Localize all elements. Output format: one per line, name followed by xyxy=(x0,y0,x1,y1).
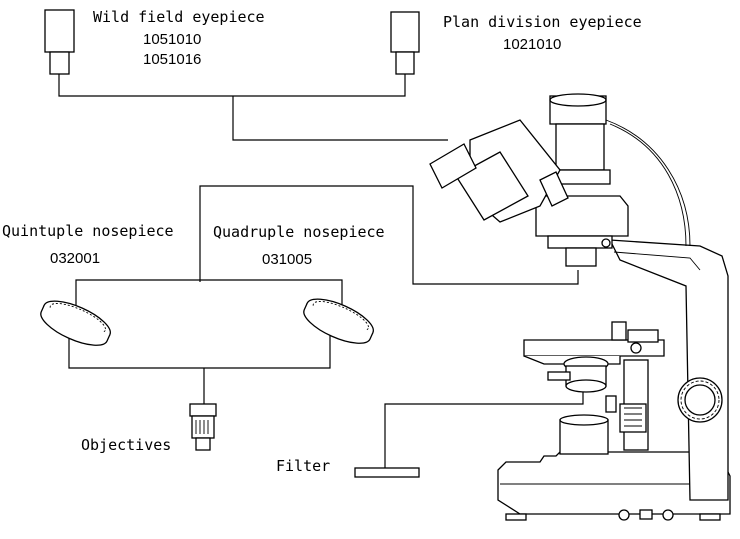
eyepiece-connector xyxy=(58,74,448,141)
filter-icon xyxy=(354,467,420,478)
quadruple-nosepiece-label: Quadruple nosepiece 031005 xyxy=(213,223,385,268)
nosepiece-connector xyxy=(68,185,579,404)
filter-label: Filter xyxy=(276,457,330,475)
wild-field-eyepiece-title: Wild field eyepiece xyxy=(93,8,265,26)
objectives-label: Objectives xyxy=(81,436,171,454)
wild-field-eyepiece-code: 1051016 xyxy=(143,51,201,68)
quintuple-nosepiece-code: 032001 xyxy=(50,250,100,267)
quintuple-nosepiece-title: Quintuple nosepiece xyxy=(2,222,174,240)
plan-division-eyepiece-label: Plan division eyepiece 1021010 xyxy=(443,13,642,53)
objective-icon xyxy=(189,403,217,451)
plan-division-eyepiece-code: 1021010 xyxy=(503,36,561,53)
plan-division-eyepiece-icon xyxy=(390,11,420,75)
quadruple-nosepiece-code: 031005 xyxy=(262,251,312,268)
microscope-icon xyxy=(429,93,731,521)
plan-division-eyepiece-title: Plan division eyepiece xyxy=(443,13,642,31)
filter-connector xyxy=(384,391,584,469)
quadruple-nosepiece-icon xyxy=(303,298,374,344)
wild-field-eyepiece-icon xyxy=(44,9,75,75)
wild-field-eyepiece-code: 1051010 xyxy=(143,31,201,48)
quintuple-nosepiece-label: Quintuple nosepiece 032001 xyxy=(2,222,174,267)
quintuple-nosepiece-icon xyxy=(40,300,111,346)
wild-field-eyepiece-label: Wild field eyepiece 1051010 1051016 xyxy=(93,8,265,68)
quadruple-nosepiece-title: Quadruple nosepiece xyxy=(213,223,385,241)
